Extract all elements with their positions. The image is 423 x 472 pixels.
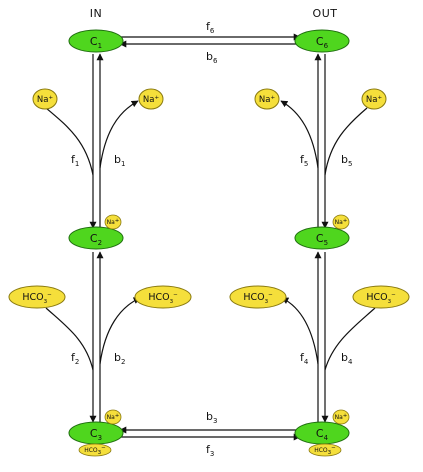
state-c4: C4 xyxy=(294,421,350,445)
sodium-release-curve-inside xyxy=(99,100,139,169)
state-c6: C6 xyxy=(294,29,350,53)
svg-text:Na+: Na+ xyxy=(335,218,348,226)
bicarbonate-ion-outside-left: HCO3− xyxy=(229,285,287,309)
bicarbonate-binding-curve-inside xyxy=(45,307,94,371)
bicarbonate-ion-outside-right: HCO3− xyxy=(352,285,410,309)
sodium-ion-outside-left: Na+ xyxy=(254,88,280,110)
svg-text:C1: C1 xyxy=(90,35,102,50)
bound-sodium-tag-c5: Na+ xyxy=(332,214,350,230)
bound-sodium-tag-c4: Na+ xyxy=(332,409,350,425)
sodium-ion-inside-left: Na+ xyxy=(32,88,58,110)
outside-header: OUT xyxy=(313,7,338,20)
rate-b1: b1 xyxy=(114,153,125,168)
rate-f5: f5 xyxy=(300,153,308,168)
bicarbonate-release-curve-inside xyxy=(99,297,141,365)
bicarbonate-binding-curve-outside xyxy=(324,307,376,371)
rate-f3: f3 xyxy=(206,443,214,458)
rate-b3: b3 xyxy=(206,410,217,425)
svg-text:Na+: Na+ xyxy=(107,413,120,421)
svg-text:HCO3−: HCO3− xyxy=(243,292,273,305)
sodium-ion-outside-right: Na+ xyxy=(361,88,387,110)
bicarbonate-release-curve-outside xyxy=(281,297,319,365)
bound-sodium-tag-c2: Na+ xyxy=(104,214,122,230)
inside-header: IN xyxy=(90,7,102,20)
svg-text:Na+: Na+ xyxy=(335,413,348,421)
rate-f6: f6 xyxy=(206,20,215,35)
bound-bicarbonate-tag-c3: HCO3− xyxy=(78,443,112,457)
svg-text:HCO3−: HCO3− xyxy=(366,292,396,305)
rate-f2: f2 xyxy=(71,351,79,366)
svg-text:Na+: Na+ xyxy=(107,218,120,226)
svg-text:C3: C3 xyxy=(90,427,102,442)
rate-b2: b2 xyxy=(114,351,125,366)
rate-b4: b4 xyxy=(341,351,353,366)
sodium-binding-curve-outside xyxy=(324,107,368,176)
rate-f1: f1 xyxy=(71,153,79,168)
svg-text:Na+: Na+ xyxy=(37,95,54,105)
svg-text:Na+: Na+ xyxy=(259,95,276,105)
rate-b6: b6 xyxy=(206,50,218,65)
rate-b5: b5 xyxy=(341,153,352,168)
bound-bicarbonate-tag-c4: HCO3− xyxy=(308,443,342,457)
svg-text:HCO3−: HCO3− xyxy=(148,292,178,305)
sodium-binding-curve-inside xyxy=(45,107,94,176)
state-c1: C1 xyxy=(68,29,124,53)
sodium-ion-inside-right: Na+ xyxy=(138,88,164,110)
svg-text:C6: C6 xyxy=(316,35,329,50)
svg-text:C5: C5 xyxy=(316,232,328,247)
svg-text:Na+: Na+ xyxy=(366,95,383,105)
svg-text:HCO3−: HCO3− xyxy=(22,292,52,305)
svg-text:HCO3−: HCO3− xyxy=(314,445,336,456)
bicarbonate-ion-inside-left: HCO3− xyxy=(8,285,66,309)
state-c3: C3 xyxy=(68,421,124,445)
state-c5: C5 xyxy=(294,226,350,250)
svg-text:Na+: Na+ xyxy=(143,95,160,105)
svg-text:C4: C4 xyxy=(316,427,329,442)
svg-text:C2: C2 xyxy=(90,232,102,247)
rate-f4: f4 xyxy=(300,351,309,366)
bicarbonate-ion-inside-right: HCO3− xyxy=(134,285,192,309)
svg-text:HCO3−: HCO3− xyxy=(84,445,106,456)
bound-sodium-tag-c3: Na+ xyxy=(104,409,122,425)
state-c2: C2 xyxy=(68,226,124,250)
sodium-release-curve-outside xyxy=(280,100,319,169)
